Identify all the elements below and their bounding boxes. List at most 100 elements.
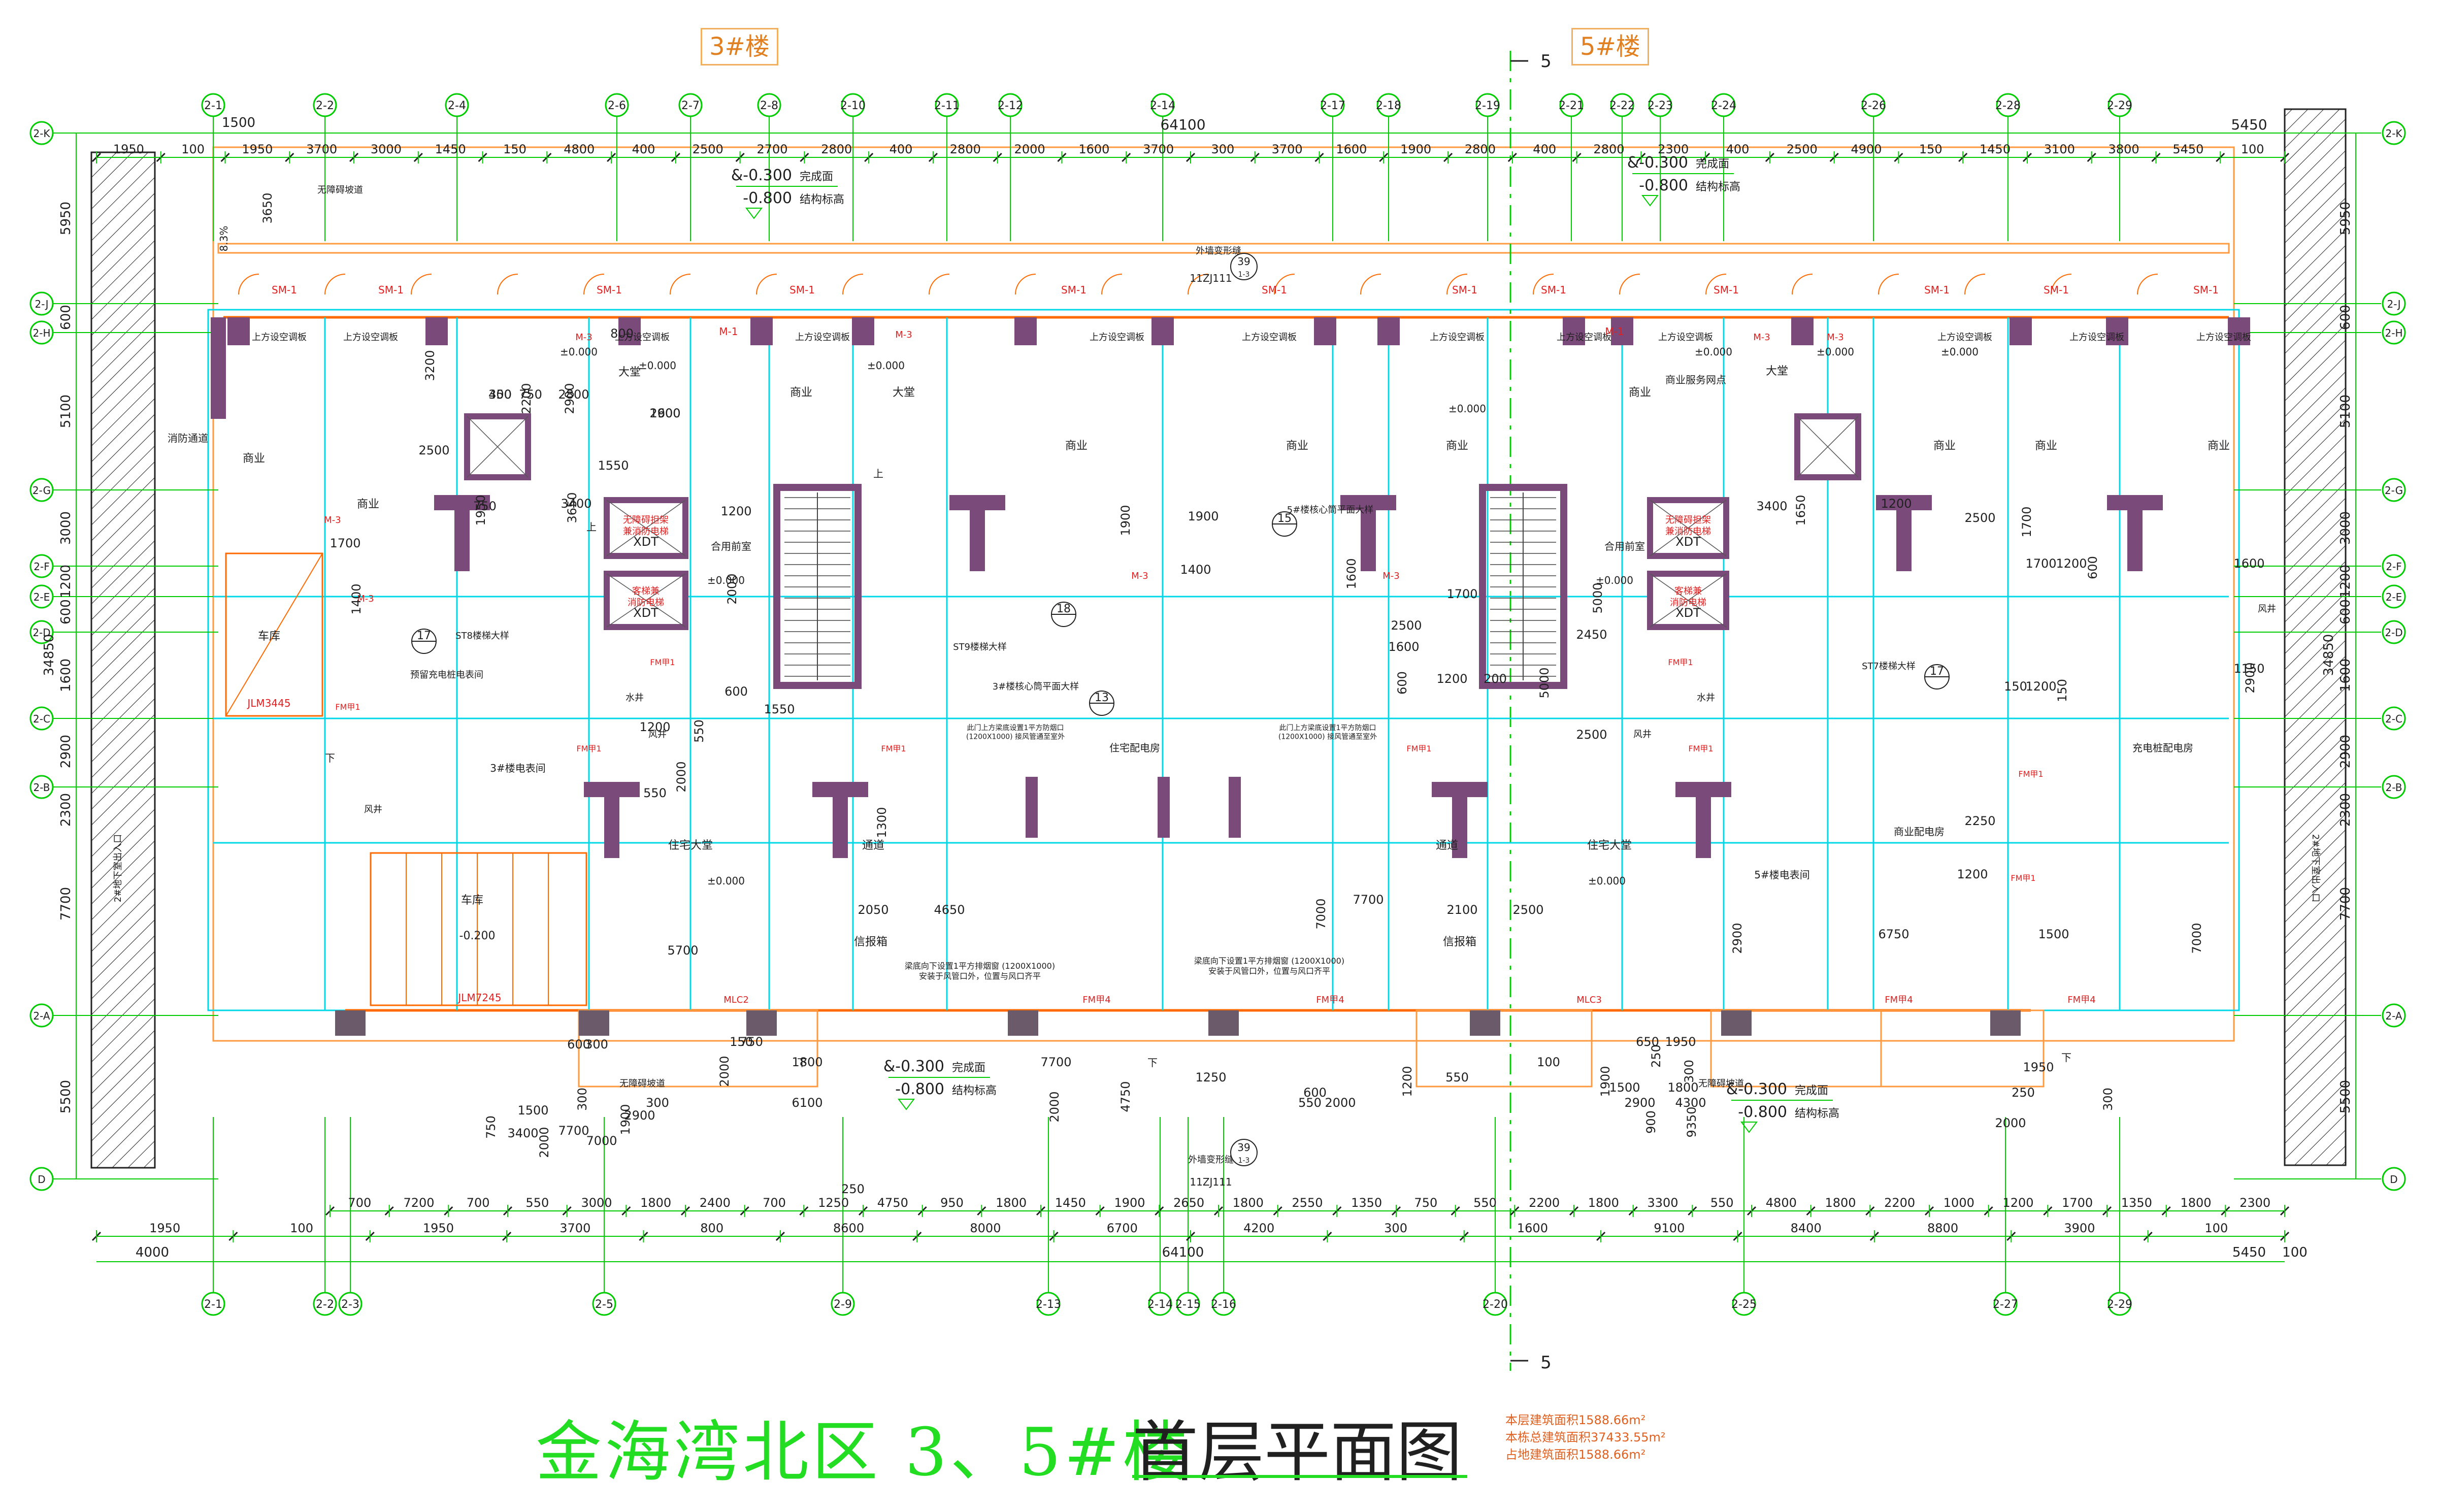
inner-dim-value: 2450: [1576, 628, 1607, 642]
column: [746, 1010, 777, 1036]
grid-label-bottom: 2-3: [341, 1298, 359, 1311]
grid-bubble-left: [29, 1003, 54, 1028]
dim-bottom-row1-value: 550: [1710, 1196, 1734, 1210]
room-xinbaoxiang: 信报箱: [854, 936, 887, 948]
label-down: 下: [2061, 1051, 2071, 1064]
dim-bottom-row3-value: 5450: [2232, 1245, 2266, 1260]
stair-core-3: [773, 484, 862, 689]
dim-bottom-row1-value: 2650: [1173, 1196, 1204, 1210]
grid-label-top: 2-7: [681, 100, 700, 112]
column: [2010, 317, 2032, 345]
inner-dim-value: 5700: [667, 943, 698, 958]
inner-dim-value: 600: [1395, 671, 1409, 695]
label-slope: 8.3%: [218, 226, 230, 252]
inner-dim-value: 1200: [720, 504, 751, 518]
grid-label-left: D: [38, 1173, 45, 1186]
inner-dim-value: 2000: [674, 761, 688, 792]
room-zhuzhai-datang: 住宅大堂: [668, 839, 713, 852]
wall-segment: [1158, 777, 1170, 838]
inner-dim-value: 1600: [649, 406, 680, 420]
grid-label-bottom: 2-20: [1483, 1298, 1508, 1311]
grid-bubble-right: [2382, 1003, 2406, 1028]
label-ac-board: 上方设空调板: [615, 332, 670, 343]
grid-label-left: 2-A: [33, 1010, 50, 1022]
column: [1721, 1010, 1752, 1036]
callout-number: 17: [417, 630, 431, 642]
door-swing: [2051, 274, 2072, 295]
label-level-zero: ±0.000: [867, 359, 905, 372]
door-swing: [1619, 274, 1640, 295]
dim-bottom-row1-value: 550: [525, 1196, 549, 1210]
grid-label-top: 2-14: [1150, 100, 1175, 112]
dim-left-value: 5100: [58, 395, 74, 428]
inner-dim-value: 7000: [2190, 923, 2204, 954]
label-elev1: 无障碍担架兼消防电梯: [1665, 515, 1711, 537]
garage-door-1: [225, 552, 323, 717]
label-level-zero: ±0.000: [1596, 574, 1633, 586]
dim-right-value: 600: [2338, 305, 2353, 330]
inner-dim-value: 1700: [1446, 587, 1477, 601]
core-layer: [464, 413, 1861, 689]
inner-dim-value: 800: [610, 326, 634, 341]
label-door-jlm3445: JLM3445: [246, 697, 290, 709]
inner-dim-value: 2000: [1995, 1116, 2026, 1130]
grid-label-right: 2-K: [2385, 127, 2402, 140]
dim-bottom-row3-value: 64100: [1162, 1245, 1204, 1260]
dim-top-row-value: 3700: [1272, 142, 1303, 156]
label-door-m3: M-3: [357, 594, 374, 604]
dim-top-row-value: 2800: [1465, 142, 1496, 156]
inner-dim-value: 2250: [1964, 814, 1995, 828]
column: [1014, 317, 1037, 345]
grid-bubble-top: [1376, 93, 1401, 117]
label-dim-3650: 3650: [260, 192, 275, 223]
grid-bubble-left: [29, 554, 54, 578]
dim-bottom-row2-value: 8000: [970, 1221, 1001, 1235]
room-shuijing: 水井: [1697, 693, 1715, 703]
dim-left-value: 600: [58, 305, 74, 330]
label-level-zero: ±0.000: [1448, 403, 1486, 415]
inner-dim-value: 2000: [1047, 1091, 1062, 1122]
label-door-sm1: SM-1: [1541, 284, 1566, 296]
dim-left-value: 5500: [58, 1080, 74, 1113]
inner-dim-value: 550: [692, 719, 706, 743]
inner-dim-value: 600: [2086, 556, 2100, 579]
label-door-sm1: SM-1: [1452, 284, 1477, 296]
elevation-symbol: [1641, 195, 1659, 207]
label-atlas: 11ZJ111: [1190, 1176, 1232, 1188]
door-swing: [1878, 274, 1899, 295]
dim-top-row-value: 3100: [2044, 142, 2075, 156]
inner-dim-value: 1600: [1388, 640, 1419, 654]
door-swing: [411, 274, 432, 295]
area-floor: 本层建筑面积1588.66m²: [1505, 1413, 1646, 1427]
dim-top-row-value: 1600: [1336, 142, 1367, 156]
grid-bubble-right: [2382, 1167, 2406, 1191]
grid-bubble-top: [1861, 93, 1886, 117]
grid-bubble-right: [2382, 320, 2406, 345]
dim-bottom-row1-value: 2300: [2240, 1196, 2270, 1210]
dim-top-row-value: 2000: [1014, 142, 1045, 156]
label-door-fm4: FM甲4: [1082, 995, 1110, 1005]
grid-label-right: 2-G: [2385, 484, 2403, 497]
callout-bubble: [1230, 253, 1258, 280]
inner-dim-value: 1200: [1881, 497, 1912, 511]
inner-dim-value: 1200: [1436, 672, 1467, 686]
boundary-right: [2284, 108, 2347, 1166]
inner-dim-value: 2500: [1576, 728, 1607, 742]
label-door-sm1: SM-1: [1262, 284, 1287, 296]
elevation-symbol: [745, 208, 763, 219]
label-level-zero: ±0.000: [560, 346, 598, 358]
inner-dim-value: 1900: [618, 1104, 633, 1135]
callout-number: 18: [1057, 603, 1071, 615]
dim-bottom-row2-value: 1600: [1517, 1221, 1548, 1235]
inner-dim-value: 1150: [2233, 662, 2264, 676]
door-swing: [1964, 274, 1986, 295]
elevation-value: &-0.300: [1627, 154, 1688, 172]
grid-bubble-right: [2382, 706, 2406, 731]
dim-bottom-row2-value: 300: [1384, 1221, 1407, 1235]
inner-dim-value: 650: [1636, 1035, 1659, 1049]
inner-dim-value: 4650: [934, 903, 965, 917]
grid-bubble-top: [605, 93, 629, 117]
dim-bottom-row1-value: 1800: [1233, 1196, 1264, 1210]
label-core3: 3#楼核心筒平面大样: [993, 681, 1079, 692]
grid-bubble-bottom: [313, 1292, 337, 1316]
